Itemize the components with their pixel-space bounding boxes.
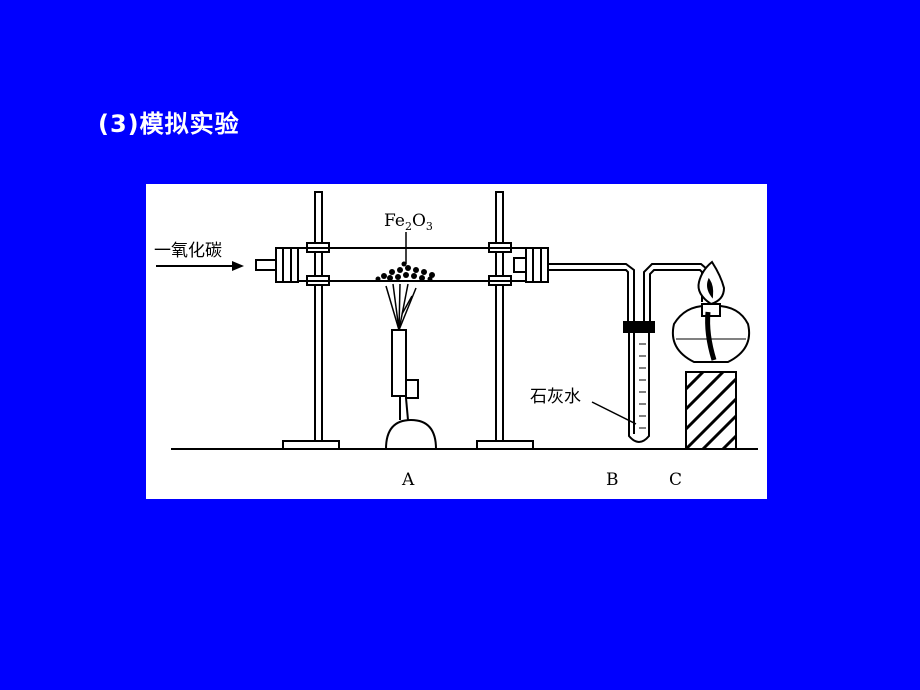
burner-a-base (384, 418, 438, 450)
left-stopper (275, 247, 299, 283)
label-a: A (401, 470, 415, 490)
right-stopper (525, 247, 549, 283)
lamp-c-neck (701, 303, 721, 317)
left-stand-pole (314, 191, 323, 442)
gas-label: 一氧化碳 (154, 241, 222, 261)
fe2o3-powder (375, 261, 435, 282)
test-tube-b-stopper (623, 321, 655, 333)
label-c: C (669, 470, 682, 490)
burner-a-chimney (391, 329, 407, 397)
outlet-tube (548, 263, 635, 326)
limewater-pointer (591, 401, 637, 425)
right-stand-pole (495, 191, 504, 442)
apparatus-svg: 一氧化碳 Fe2O3 石灰水 A B C (154, 191, 758, 490)
burner-a-flame (385, 283, 417, 331)
limewater-label: 石灰水 (530, 387, 581, 407)
left-inlet-tube (255, 259, 277, 271)
label-b: B (606, 470, 619, 490)
slide-title: (3)模拟实验 (98, 110, 240, 138)
reagent-label: Fe2O3 (384, 211, 433, 233)
apparatus-diagram: 一氧化碳 Fe2O3 石灰水 A B C (146, 184, 767, 499)
burner-a-valve (405, 379, 419, 399)
left-stand-base (282, 440, 340, 450)
lamp-c-block-hatch (684, 370, 738, 451)
right-stand-base (476, 440, 534, 450)
test-tube-b (628, 332, 650, 443)
